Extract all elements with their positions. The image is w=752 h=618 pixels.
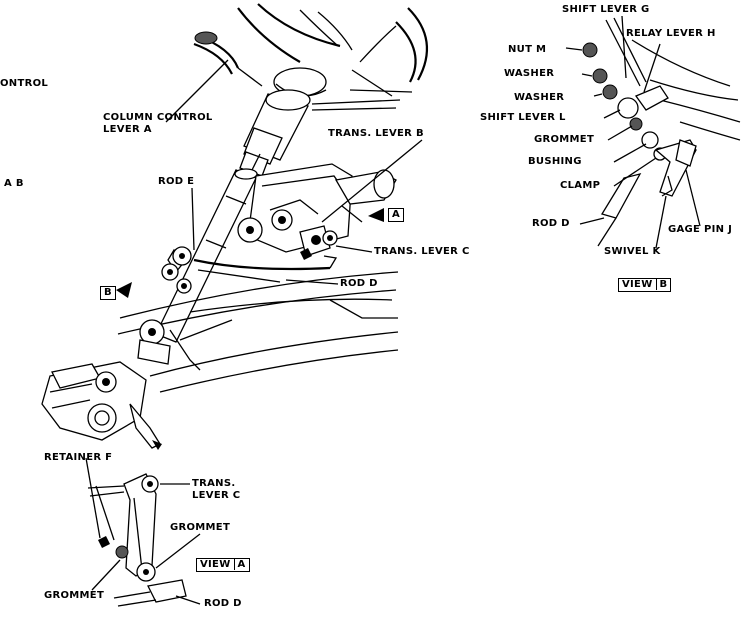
label-grommet-view-b: GROMMET [534, 134, 595, 145]
label-washer-2: WASHER [514, 92, 565, 103]
label-shift-lever-l: SHIFT LEVER L [480, 112, 566, 123]
label-arrow-b: B [100, 286, 116, 300]
label-rod-d-view-b: ROD D [532, 218, 570, 229]
steering-gear-box [41, 319, 171, 450]
label-control-cut: ONTROL [0, 78, 49, 89]
view-a-word: VIEW [200, 559, 231, 570]
label-retainer-f: RETAINER F [44, 452, 113, 463]
label-trans-lever-c-view: TRANS. LEVER C [192, 478, 241, 501]
view-b-word: VIEW [622, 279, 653, 290]
column-control-lever [193, 31, 263, 87]
label-a-cut: A B [4, 178, 24, 189]
label-bushing: BUSHING [528, 156, 582, 167]
view-b-detail [582, 17, 741, 247]
label-gage-pin-j: GAGE PIN J [668, 224, 733, 235]
view-arrows [116, 208, 384, 298]
label-shift-lever-g: SHIFT LEVER G [562, 4, 650, 15]
label-rod-e: ROD E [158, 176, 195, 187]
label-swivel-k: SWIVEL K [604, 246, 661, 257]
label-grommet-view-a-upper: GROMMET [170, 522, 231, 533]
label-rod-d-view-a: ROD D [204, 598, 242, 609]
label-clamp: CLAMP [560, 180, 601, 191]
label-grommet-view-a-lower: GROMMET [44, 590, 105, 601]
label-rod-d-main: ROD D [340, 278, 378, 289]
label-washer-1: WASHER [504, 68, 555, 79]
rod-d-linkage [161, 246, 338, 294]
steering-column [239, 89, 401, 177]
label-trans-lever-b: TRANS. LEVER B [328, 128, 424, 139]
label-relay-lever-h: RELAY LEVER H [626, 28, 716, 39]
steering-wheel [237, 3, 429, 97]
view-a-letter: A [233, 559, 246, 570]
transmission-case [237, 163, 397, 260]
label-trans-lever-c: TRANS. LEVER C [374, 246, 470, 257]
label-arrow-a: A [388, 208, 405, 222]
view-a-detail [87, 473, 187, 607]
view-b-letter: B [655, 279, 668, 290]
leader-lines [85, 15, 701, 605]
label-column-control-lever: COLUMN CONTROL LEVER A [103, 112, 213, 135]
label-nut-m: NUT M [508, 44, 547, 55]
